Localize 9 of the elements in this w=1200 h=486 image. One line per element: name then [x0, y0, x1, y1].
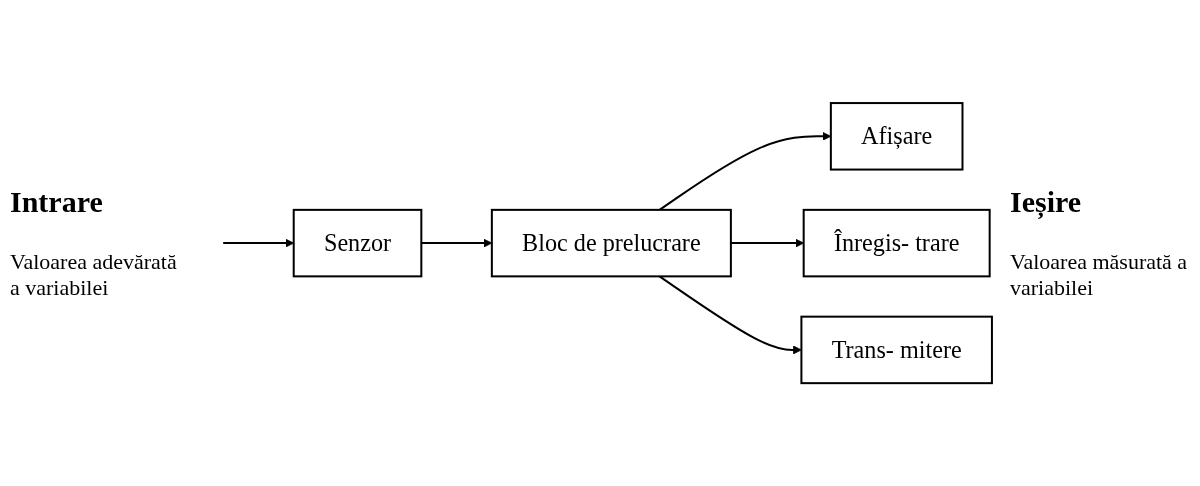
note-text: Valoarea adevărată a variabilei	[10, 249, 178, 301]
node-box: Bloc de prelucrare	[490, 208, 732, 278]
heading-text: Ieșire	[1010, 185, 1083, 219]
node-box: Înregis- trare	[802, 208, 991, 278]
note-text: Valoarea măsurată a variabilei	[1010, 249, 1189, 301]
node-box: Afișare	[829, 101, 964, 171]
node-box: Senzor	[292, 208, 423, 278]
heading-text: Intrare	[10, 185, 104, 219]
node-box: Trans- mitere	[800, 315, 993, 385]
